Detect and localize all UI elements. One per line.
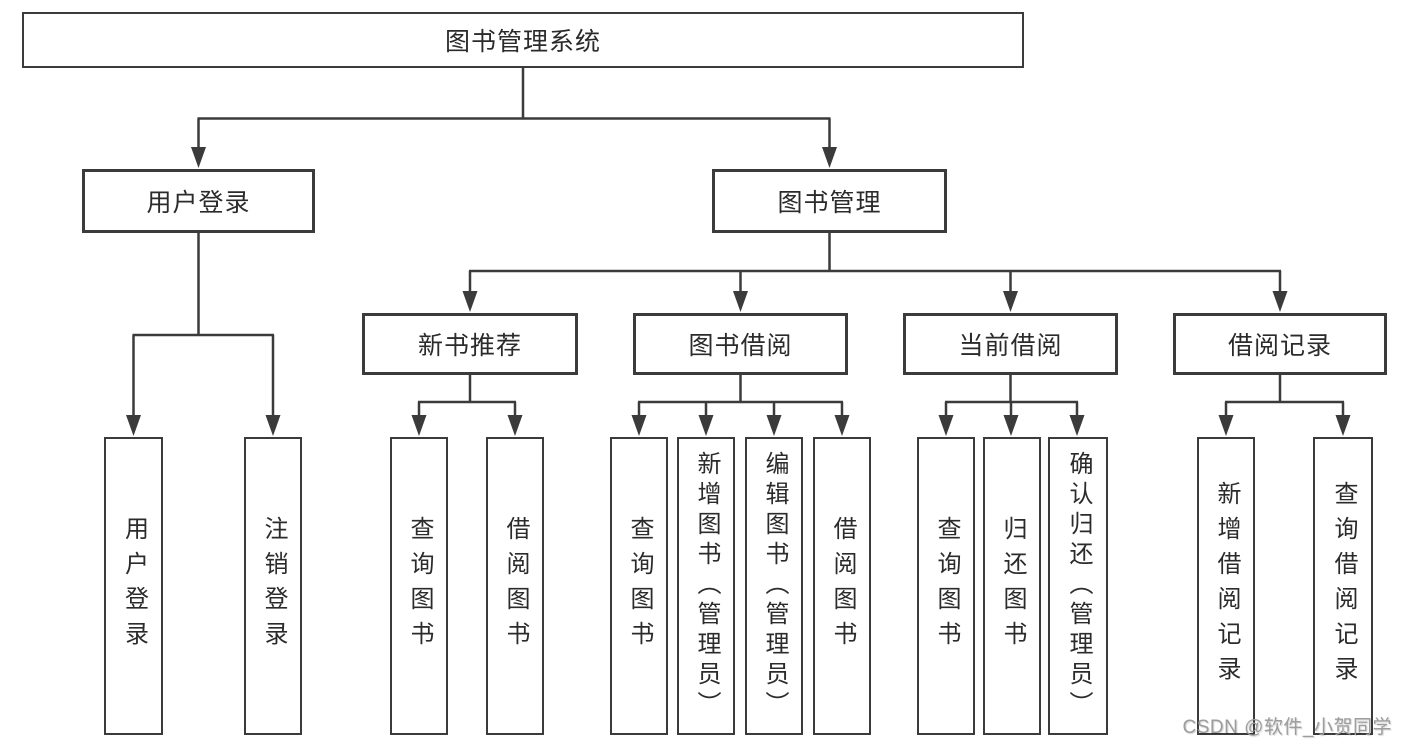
node-add-book-admin: 新增图书（管理员） (677, 437, 735, 735)
connector-book-management-children (462, 233, 1288, 312)
leaf-label: 用户登录 (120, 516, 148, 656)
arrow-down-icon (834, 415, 850, 436)
node-user-login-leaf: 用户登录 (104, 437, 163, 735)
arrow-down-icon (698, 415, 714, 436)
leaf-label: 新增图书（管理员） (693, 451, 720, 721)
arrow-down-icon (265, 415, 281, 436)
node-book-borrowing: 图书借阅 (633, 313, 848, 375)
connector-user-login-children (126, 233, 281, 436)
leaf-label: 新增借阅记录 (1213, 481, 1240, 691)
arrow-down-icon (766, 415, 782, 436)
node-user-login: 用户登录 (82, 169, 315, 233)
arrow-down-icon (1003, 415, 1019, 436)
leaf-label: 归还图书 (999, 516, 1026, 656)
leaf-label: 查询图书 (406, 516, 433, 656)
arrow-down-icon (1335, 415, 1351, 436)
arrow-down-icon (1069, 415, 1085, 436)
arrow-down-icon (1272, 291, 1288, 312)
arrow-down-icon (462, 291, 478, 312)
watermark: CSDN @软件_小贺同学 (1182, 717, 1392, 738)
node-query-books: 查询图书 (917, 437, 975, 735)
node-library-management-system: 图书管理系统 (22, 12, 1024, 68)
leaf-label: 确认归还（管理员） (1065, 451, 1092, 721)
arrow-down-icon (1003, 291, 1018, 312)
node-query-borrow-record: 查询借阅记录 (1313, 437, 1373, 735)
arrow-down-icon (191, 147, 206, 168)
node-borrow-books: 借阅图书 (486, 437, 544, 735)
node-query-books: 查询图书 (610, 437, 668, 735)
node-borrow-books: 借阅图书 (813, 437, 871, 735)
leaf-label: 编辑图书（管理员） (761, 451, 788, 721)
connector-book-borrowing-children (631, 375, 850, 436)
leaf-label: 注销登录 (260, 516, 287, 656)
leaf-label: 借阅图书 (829, 516, 856, 656)
arrow-down-icon (411, 415, 427, 436)
node-query-books: 查询图书 (390, 437, 448, 735)
arrow-down-icon (126, 415, 141, 436)
arrow-down-icon (733, 291, 748, 312)
node-borrowing-records: 借阅记录 (1173, 313, 1387, 375)
node-edit-book-admin: 编辑图书（管理员） (745, 437, 803, 735)
node-add-borrow-record: 新增借阅记录 (1197, 437, 1255, 735)
arrow-down-icon (631, 415, 647, 436)
node-return-books: 归还图书 (983, 437, 1041, 735)
arrow-down-icon (1218, 415, 1234, 436)
connector-current-borrowing-children (938, 375, 1085, 436)
connector-borrowing-records-children (1218, 375, 1351, 436)
connector-new-book-recommend-children (411, 375, 523, 436)
node-book-management: 图书管理 (712, 169, 947, 233)
node-current-borrowing: 当前借阅 (903, 313, 1118, 375)
node-logout: 注销登录 (244, 437, 302, 735)
leaf-label: 借阅图书 (502, 516, 529, 656)
arrow-down-icon (822, 147, 837, 168)
leaf-label: 查询图书 (626, 516, 653, 656)
node-confirm-return-admin: 确认归还（管理员） (1048, 437, 1108, 735)
leaf-label: 查询图书 (933, 516, 960, 656)
node-new-book-recommend: 新书推荐 (362, 313, 578, 375)
connector-root-to-level1 (191, 68, 837, 168)
arrow-down-icon (938, 415, 954, 436)
leaf-label: 查询借阅记录 (1330, 481, 1357, 691)
arrow-down-icon (507, 415, 523, 436)
